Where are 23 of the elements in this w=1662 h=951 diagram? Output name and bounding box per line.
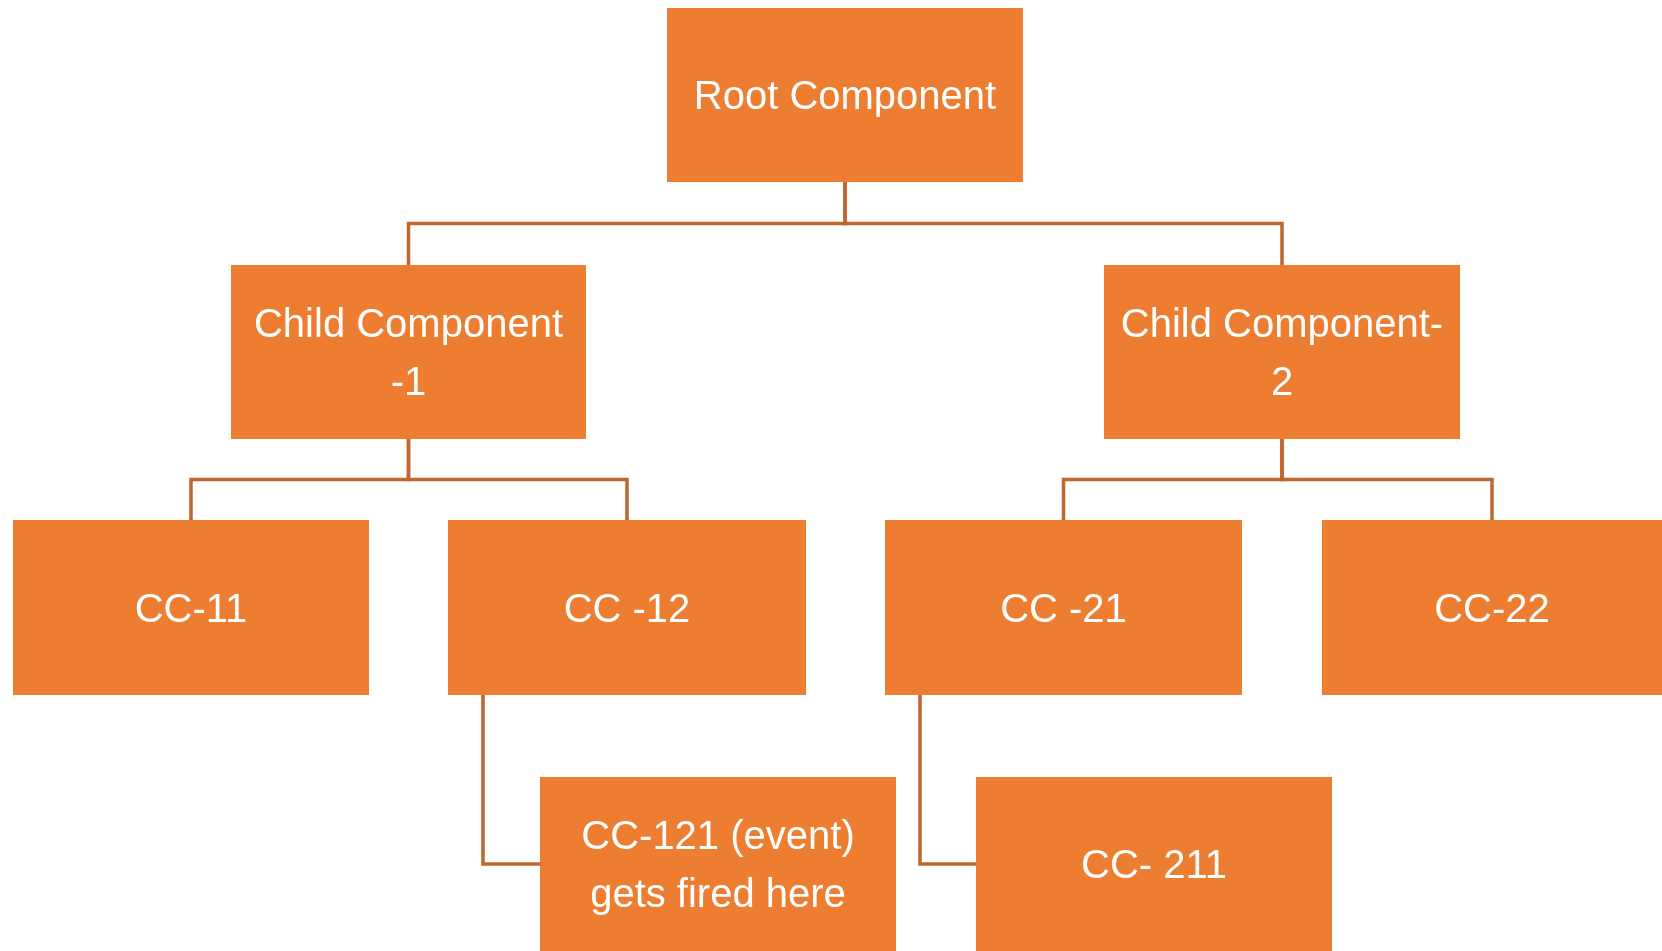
- component-label: CC-11: [134, 584, 248, 632]
- component-box: [231, 265, 586, 439]
- connector-line: [1280, 439, 1494, 520]
- component-label: CC -12: [563, 584, 691, 632]
- component-box: [540, 777, 896, 951]
- component-box: [885, 520, 1242, 695]
- component-label: Root Component: [693, 72, 997, 119]
- component-label: Child Component -1: [252, 300, 565, 405]
- component-box: [667, 8, 1023, 182]
- component-box: [1104, 265, 1460, 439]
- component-box: [1322, 520, 1662, 695]
- connector-line: [406, 439, 629, 520]
- connector-line: [481, 695, 540, 866]
- component-box: [976, 777, 1332, 951]
- connector-line: [843, 182, 1284, 265]
- component-label: CC- 211: [1081, 841, 1227, 888]
- component-label: CC -21: [1000, 584, 1127, 632]
- connector-line: [918, 695, 976, 866]
- component-box: [13, 520, 369, 695]
- component-label: Child Component- 2: [1119, 300, 1445, 405]
- component-label: CC-22: [1434, 584, 1550, 632]
- component-box: [448, 520, 806, 695]
- component-label: CC-121 (event) gets fired here: [580, 812, 856, 917]
